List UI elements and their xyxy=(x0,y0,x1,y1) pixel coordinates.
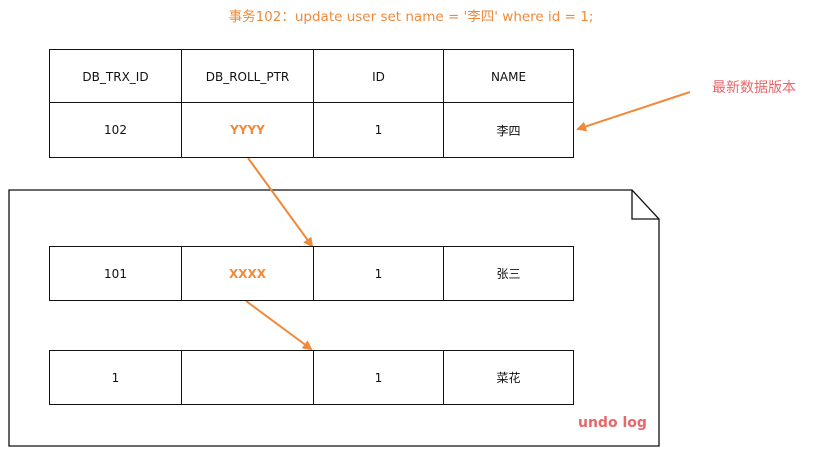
header-id: ID xyxy=(314,50,444,103)
table-header-row: DB_TRX_ID DB_ROLL_PTR ID NAME xyxy=(49,49,574,104)
undo-log-container xyxy=(8,189,660,447)
undo-log-label: undo log xyxy=(578,415,647,431)
cell-roll-ptr: XXXX xyxy=(182,247,314,300)
cell-id: 1 xyxy=(314,247,444,300)
header-db-roll-ptr: DB_ROLL_PTR xyxy=(182,50,314,103)
undo-log-fold xyxy=(631,190,659,220)
cell-trx-id: 101 xyxy=(50,247,182,300)
arrow-latest-version xyxy=(576,91,691,132)
cell-trx-id: 102 xyxy=(50,103,182,157)
cell-name: 李四 xyxy=(496,123,521,138)
cell-roll-ptr: YYYY xyxy=(182,103,314,157)
header-name: NAME xyxy=(490,69,527,84)
cell-name: 菜花 xyxy=(496,371,521,385)
transaction-title: 事务102：update user set name = '李四' where … xyxy=(228,9,594,25)
undo-row: 101 XXXX 1 张三 xyxy=(49,246,574,301)
cell-id: 1 xyxy=(314,103,444,157)
cell-name: 张三 xyxy=(496,267,521,281)
cell-id: 1 xyxy=(314,351,444,404)
undo-row: 1 1 菜花 xyxy=(49,350,574,405)
cell-roll-ptr xyxy=(182,351,314,404)
arrow-xxxx-to-1 xyxy=(245,300,313,351)
latest-version-label: 最新数据版本 xyxy=(712,80,796,96)
header-db-trx-id: DB_TRX_ID xyxy=(50,50,182,103)
arrow-yyyy-to-101 xyxy=(247,157,314,248)
cell-trx-id: 1 xyxy=(50,351,182,404)
current-data-row: 102 YYYY 1 李四 xyxy=(49,102,574,158)
